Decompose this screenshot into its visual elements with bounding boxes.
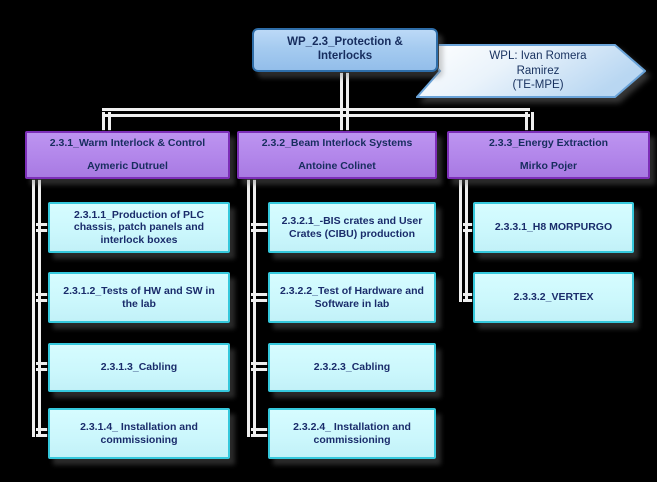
connector-stub: [463, 223, 477, 232]
connector-stub: [36, 223, 52, 232]
node-wp-2-3[interactable]: WP_2.3_Protection & Interlocks: [252, 28, 438, 72]
connector-root-vertical: [340, 72, 349, 114]
connector-stub: [463, 293, 477, 302]
connector-stub: [36, 293, 52, 302]
node-2-3-3[interactable]: 2.3.3_Energy Extraction Mirko Pojer: [447, 131, 650, 179]
node-2-3-1-2[interactable]: 2.3.1.2_Tests of HW and SW in the lab: [48, 272, 230, 323]
wpl-banner-shape: [416, 44, 646, 98]
connector-trunk-branch1: [32, 178, 41, 437]
connector-stub: [36, 428, 52, 437]
leaf-label: 2.3.1.1_Production of PLC chassis, patch…: [73, 208, 205, 246]
node-2-3-2-3[interactable]: 2.3.2.3_Cabling: [268, 343, 436, 392]
connector-drop-branch2: [340, 112, 349, 134]
wpl-banner[interactable]: [416, 44, 646, 98]
leaf-label: 2.3.3.1_H8 MORPURGO: [494, 221, 613, 234]
branch-lead: Antoine Colinet: [298, 159, 376, 172]
connector-stub: [251, 293, 272, 302]
connector-drop-branch1: [102, 112, 111, 134]
connector-trunk-branch2: [247, 178, 256, 437]
connector-stub: [36, 362, 52, 371]
connector-main-horizontal: [102, 108, 530, 117]
node-2-3-2-2[interactable]: 2.3.2.2_Test of Hardware and Software in…: [268, 272, 436, 323]
node-2-3-1-3[interactable]: 2.3.1.3_Cabling: [48, 343, 230, 392]
node-2-3-2-1[interactable]: 2.3.2.1_-BIS crates and User Crates (CIB…: [268, 202, 436, 253]
branch-title: 2.3.2_Beam Interlock Systems: [261, 137, 413, 149]
branch-lead: Mirko Pojer: [519, 159, 578, 172]
node-2-3-1[interactable]: 2.3.1_Warm Interlock & Control Aymeric D…: [25, 131, 230, 179]
node-2-3-3-2[interactable]: 2.3.3.2_VERTEX: [473, 272, 634, 323]
connector-trunk-branch3: [459, 178, 468, 302]
node-wp-2-3-title: WP_2.3_Protection & Interlocks: [287, 36, 403, 62]
leaf-label: 2.3.1.2_Tests of HW and SW in the lab: [63, 284, 215, 310]
leaf-label: 2.3.2.3_Cabling: [313, 361, 391, 374]
connector-stub: [251, 428, 272, 437]
leaf-label: 2.3.3.2_VERTEX: [513, 291, 594, 304]
connector-stub: [251, 223, 272, 232]
node-2-3-1-1[interactable]: 2.3.1.1_Production of PLC chassis, patch…: [48, 202, 230, 253]
leaf-label: 2.3.2.1_-BIS crates and User Crates (CIB…: [281, 214, 423, 240]
node-2-3-3-1[interactable]: 2.3.3.1_H8 MORPURGO: [473, 202, 634, 253]
branch-title: 2.3.1_Warm Interlock & Control: [49, 137, 206, 149]
leaf-label: 2.3.2.2_Test of Hardware and Software in…: [280, 284, 424, 310]
leaf-label: 2.3.1.4_ Installation and commissioning: [80, 420, 198, 446]
leaf-label: 2.3.1.3_Cabling: [100, 361, 178, 374]
wpl-label: WPL: Ivan Romera Ramirez (TE-MPE): [489, 50, 587, 92]
connector-drop-branch3: [525, 112, 534, 134]
node-2-3-2-4[interactable]: 2.3.2.4_ Installation and commissioning: [268, 408, 436, 459]
node-2-3-1-4[interactable]: 2.3.1.4_ Installation and commissioning: [48, 408, 230, 459]
connector-stub: [251, 362, 272, 371]
branch-lead: Aymeric Dutruel: [87, 159, 168, 172]
node-2-3-2[interactable]: 2.3.2_Beam Interlock Systems Antoine Col…: [237, 131, 437, 179]
leaf-label: 2.3.2.4_ Installation and commissioning: [293, 420, 411, 446]
branch-title: 2.3.3_Energy Extraction: [488, 137, 609, 149]
